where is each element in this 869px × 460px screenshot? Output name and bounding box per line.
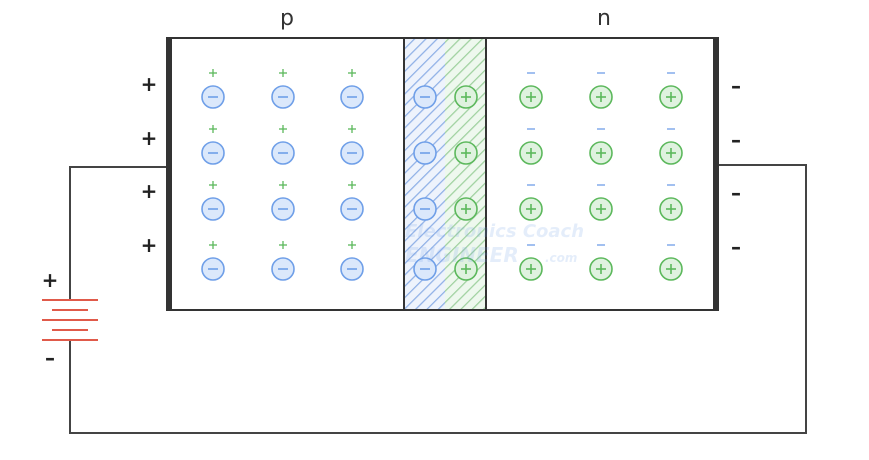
acceptor-ion-icon [201,197,225,221]
donor-ion-icon [659,197,683,221]
watermark-line1: Electronics Coach [405,221,584,242]
p-region-label: p [280,6,294,31]
donor-ion-icon [454,141,478,165]
donor-ion-icon [519,141,543,165]
donor-ion-icon [589,141,613,165]
donor-ion-icon [519,257,543,281]
hole-plus-icon [209,69,217,77]
left-sign: + [141,72,158,96]
acceptor-ion-icon [413,141,437,165]
acceptor-ion-icon [340,197,364,221]
acceptor-ion-icon [340,257,364,281]
donor-ion-icon [454,197,478,221]
donor-ion-icon [659,85,683,109]
watermark-line2: ENGINEER [405,243,519,267]
battery: + – [42,268,98,370]
hole-plus-icon [279,125,287,133]
hole-plus-icon [348,181,356,189]
right-terminal-signs: – – – – [731,74,741,259]
hole-plus-icon [348,69,356,77]
hole-plus-icon [279,241,287,249]
left-sign: + [141,179,158,203]
semiconductor-block [166,37,719,311]
charge-carriers [201,69,683,281]
wire-bottom [69,164,807,434]
acceptor-ion-icon [413,257,437,281]
circuit-wires [69,164,807,434]
wire-left [69,166,168,300]
acceptor-ion-icon [340,85,364,109]
hole-plus-icon [209,125,217,133]
right-sign: – [731,128,741,152]
acceptor-ion-icon [413,85,437,109]
acceptor-ion-icon [271,85,295,109]
acceptor-ion-icon [201,257,225,281]
acceptor-ion-icon [271,197,295,221]
left-sign: + [141,126,158,150]
right-sign: – [731,235,741,259]
watermark: Electronics Coach ENGINEER .com [405,221,584,267]
hole-plus-icon [209,241,217,249]
donor-ion-icon [519,85,543,109]
acceptor-ion-icon [271,141,295,165]
hole-plus-icon [279,69,287,77]
left-sign: + [141,233,158,257]
acceptor-ion-icon [201,85,225,109]
right-sign: – [731,74,741,98]
right-electrode [713,37,719,311]
acceptor-ion-icon [201,141,225,165]
donor-ion-icon [589,85,613,109]
battery-positive-label: + [42,268,59,292]
donor-ion-icon [519,197,543,221]
hole-plus-icon [348,125,356,133]
left-terminal-signs: + + + + [141,72,158,257]
left-electrode [166,37,172,311]
acceptor-ion-icon [413,197,437,221]
hole-plus-icon [279,181,287,189]
donor-ion-icon [454,85,478,109]
battery-negative-label: – [45,346,55,370]
acceptor-ion-icon [340,141,364,165]
donor-ion-icon [659,141,683,165]
donor-ion-icon [454,257,478,281]
watermark-suffix: .com [545,251,577,265]
hole-plus-icon [348,241,356,249]
right-sign: – [731,181,741,205]
acceptor-ion-icon [271,257,295,281]
hole-plus-icon [209,181,217,189]
n-region-label: n [597,6,611,31]
donor-ion-icon [589,257,613,281]
donor-ion-icon [659,257,683,281]
donor-ion-icon [589,197,613,221]
